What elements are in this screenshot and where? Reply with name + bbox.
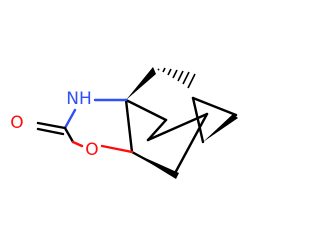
bond-nh-c10: [63, 108, 77, 130]
bond-c10-o-carbonyl-2: [36, 127, 65, 136]
bond-c1-c3: [124, 98, 134, 154]
wedge-bonds: [126, 67, 238, 179]
hetero-bonds: [36, 98, 134, 154]
wedge-bond-c2-down: [132, 152, 179, 179]
carbon-bonds: [124, 96, 209, 177]
bond-c4-c5: [146, 118, 168, 142]
atom-label-ring-oxygen: O: [85, 140, 98, 160]
bond-c8-c9: [191, 96, 205, 144]
bond-c8-right: [191, 96, 238, 117]
bond-c10-o-ring-red: [71, 140, 84, 148]
atom-label-nh: NH: [66, 89, 92, 109]
bond-c1-c4: [124, 98, 168, 122]
bond-o-ring-c2: [100, 144, 134, 154]
bond-c7-c6: [172, 112, 209, 177]
wedge-bond-c1-top: [126, 67, 156, 100]
wedge-bond-c7-right: [203, 114, 238, 142]
molecular-structure-diagram: NH O O: [10, 67, 238, 179]
bond-c10-o-ring-black: [63, 126, 75, 144]
hashed-wedge-bond: [157, 67, 196, 89]
bond-c10-o-carbonyl-1: [36, 121, 67, 130]
atom-label-carbonyl-oxygen: O: [10, 113, 23, 133]
